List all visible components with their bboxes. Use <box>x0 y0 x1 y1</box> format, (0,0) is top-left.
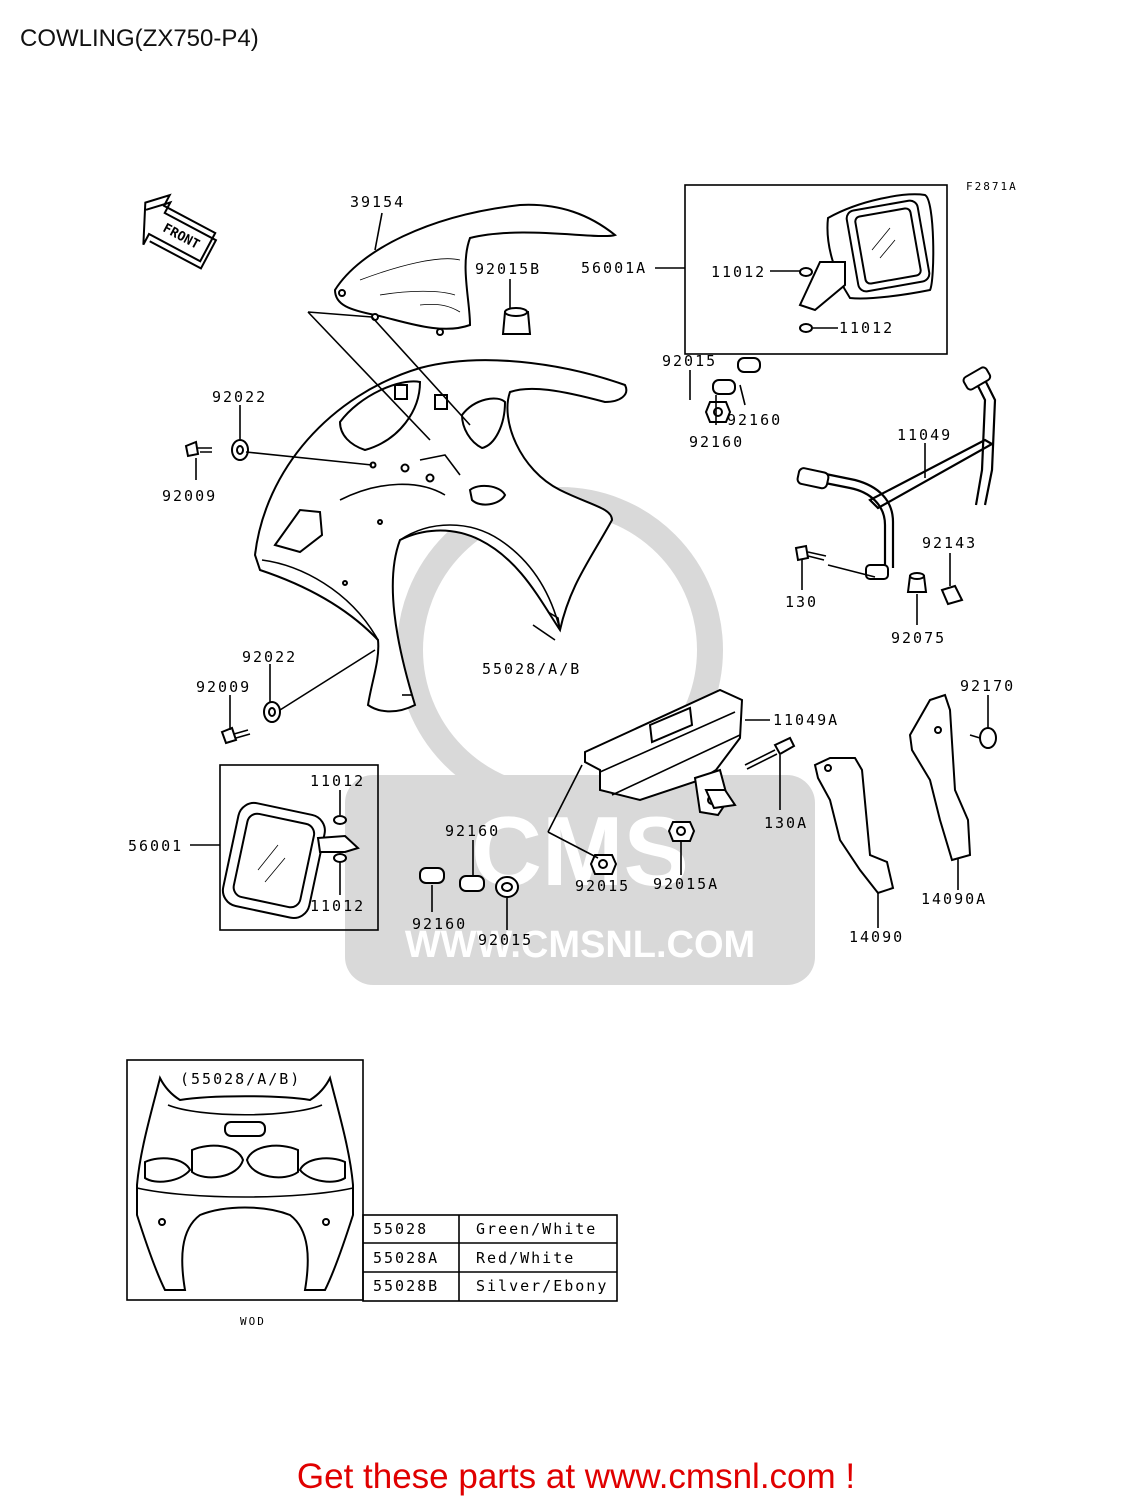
part-label: 92075 <box>891 629 946 647</box>
part-label: 92009 <box>162 487 217 505</box>
part-label: 11049 <box>897 426 952 444</box>
part-label: 11012 <box>310 897 365 915</box>
stay-11049-drawing <box>796 366 997 580</box>
table-cell-color: Green/White <box>476 1220 597 1238</box>
part-label: 92160 <box>412 915 467 933</box>
table-cell-part: 55028 <box>373 1220 428 1238</box>
part-label: 56001 <box>128 837 183 855</box>
part-label: 92015 <box>575 877 630 895</box>
hardware-drawings <box>184 307 997 898</box>
part-label: 92009 <box>196 678 251 696</box>
part-labels: 39154 92015B 56001A 11012 11012 92015 92… <box>128 193 1015 949</box>
part-label: 39154 <box>350 193 405 211</box>
part-label: 130A <box>764 814 808 832</box>
inset-footer: WOD <box>240 1315 266 1328</box>
brackets-14090-drawing <box>813 693 972 895</box>
part-label: 92015A <box>653 875 719 893</box>
windshield-drawing <box>333 203 618 336</box>
color-table: 55028 Green/White 55028A Red/White 55028… <box>362 1214 618 1302</box>
table-cell-part: 55028A <box>373 1249 439 1267</box>
figure-code: F2871A <box>966 180 1018 193</box>
leader-lines <box>190 212 989 930</box>
part-label: 11012 <box>310 772 365 790</box>
part-label: 92143 <box>922 534 977 552</box>
inset-caption: (55028/A/B) <box>180 1070 301 1088</box>
mirror-56001a-group <box>684 184 948 355</box>
part-label: 92170 <box>960 677 1015 695</box>
table-cell-color: Red/White <box>476 1249 575 1267</box>
part-label: 92022 <box>212 388 267 406</box>
stay-11049a-drawing <box>584 688 744 817</box>
part-label: 92015 <box>662 352 717 370</box>
color-variant-inset: (55028/A/B) WOD <box>126 1059 364 1328</box>
mirror-56001-group <box>219 764 379 931</box>
promo-link[interactable]: Get these parts at www.cmsnl.com ! <box>297 1457 855 1496</box>
part-label: 92160 <box>689 433 744 451</box>
watermark-plate <box>345 775 815 985</box>
part-label: 14090 <box>849 928 904 946</box>
part-label: 11012 <box>839 319 894 337</box>
part-label: 92015B <box>475 260 541 278</box>
color-table-row: 55028A Red/White <box>373 1249 575 1267</box>
part-label: 92160 <box>727 411 782 429</box>
part-label: 11012 <box>711 263 766 281</box>
part-label: 92022 <box>242 648 297 666</box>
table-cell-color: Silver/Ebony <box>476 1277 608 1295</box>
upper-cowling-drawing <box>253 359 628 713</box>
table-cell-part: 55028B <box>373 1277 439 1295</box>
page-title: COWLING(ZX750-P4) <box>20 25 259 52</box>
part-label: 56001A <box>581 259 647 277</box>
front-arrow-icon: FRONT <box>142 193 218 270</box>
part-label: 130 <box>785 593 818 611</box>
part-label: 92160 <box>445 822 500 840</box>
color-table-row: 55028B Silver/Ebony <box>373 1277 608 1295</box>
part-label: 55028/A/B <box>482 660 581 678</box>
part-label: 92015 <box>478 931 533 949</box>
part-label: 11049A <box>773 711 839 729</box>
color-table-row: 55028 Green/White <box>373 1220 597 1238</box>
watermark-url: WWW.CMSNL.COM <box>405 924 755 966</box>
part-label: 14090A <box>921 890 987 908</box>
